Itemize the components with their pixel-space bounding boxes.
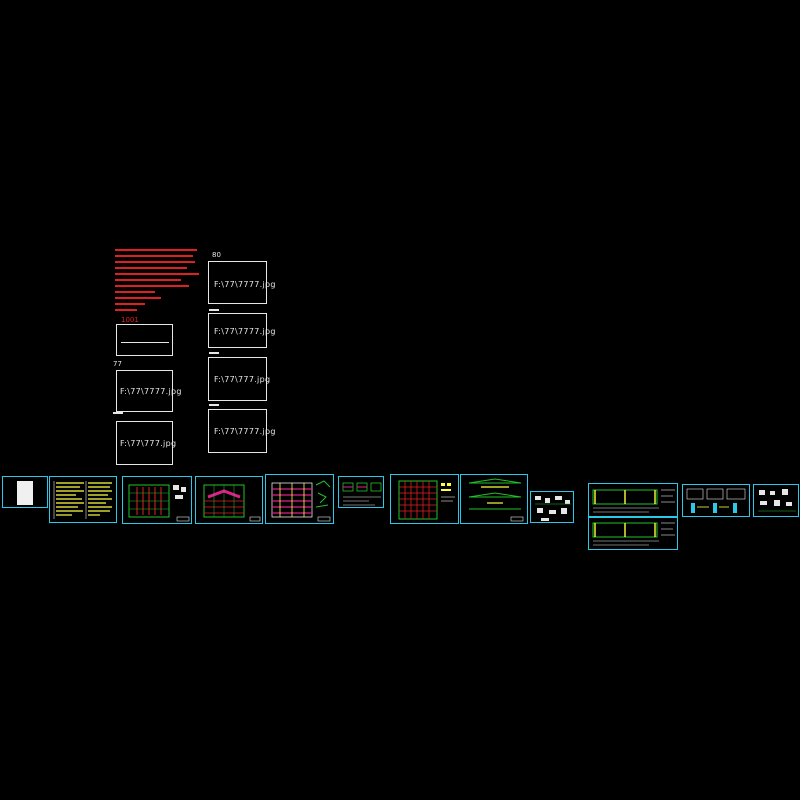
preview-frame-3[interactable]: F:\77\777.jpg — [116, 421, 177, 465]
sheet-elevation-b[interactable] — [588, 517, 678, 550]
sheet-misc-details[interactable] — [753, 484, 799, 517]
preview-frame-2[interactable]: F:\77\7777.jpg — [116, 370, 181, 412]
sheet-node-details[interactable] — [530, 491, 574, 523]
image-placeholder-label: F:\77\7777.jpg — [214, 327, 276, 336]
preview-frame-7[interactable]: F:\77\7777.jpg — [208, 409, 275, 453]
sheet-elevation-a[interactable] — [588, 483, 678, 517]
foundation-grid-drawing — [128, 484, 190, 522]
image-placeholder-label: F:\77\7777.jpg — [214, 427, 276, 436]
caption-dash — [209, 309, 219, 311]
caption-dash — [113, 412, 123, 414]
sheet-details-small[interactable] — [338, 476, 384, 508]
misc-details-drawing — [758, 489, 796, 512]
cover-white-block — [17, 481, 33, 505]
column-grid-drawing — [398, 480, 455, 520]
sheet-framing-plan[interactable] — [195, 476, 263, 524]
sheet-beam-sections[interactable] — [460, 474, 528, 524]
image-placeholder-label: F:\77\777.jpg — [120, 439, 177, 448]
image-placeholder-label: F:\77\7777.jpg — [214, 280, 276, 289]
note-label-77: 77 — [113, 360, 122, 368]
caption-dash — [209, 404, 219, 406]
preview-frame-4[interactable]: F:\77\7777.jpg — [208, 261, 275, 304]
sheet-foundation-plan[interactable] — [122, 476, 192, 524]
preview-frame-1[interactable] — [116, 324, 173, 356]
elevation-a-drawing — [592, 489, 675, 513]
caption-dash — [209, 352, 219, 354]
image-placeholder-label: F:\77\7777.jpg — [120, 387, 182, 396]
elevation-b-drawing — [592, 522, 675, 546]
sheet-general-notes[interactable] — [49, 476, 117, 523]
connection-details-drawing — [686, 488, 746, 513]
note-label-1001: 1001 — [121, 316, 139, 324]
framing-plan-drawing — [203, 484, 261, 522]
node-details-drawing — [535, 496, 571, 521]
sheet-column-grid[interactable] — [390, 474, 459, 524]
notes-text-lines — [53, 481, 112, 519]
preview-frame-5[interactable]: F:\77\7777.jpg — [208, 313, 275, 348]
sheet-connection-details[interactable] — [682, 484, 750, 517]
details-drawing — [342, 482, 382, 506]
beam-sections-drawing — [468, 478, 524, 522]
preview-frame-6[interactable]: F:\77\777.jpg — [208, 357, 271, 401]
sheet-cover[interactable] — [2, 476, 48, 508]
red-notes-block — [112, 246, 202, 316]
note-label-80: 80 — [212, 251, 221, 259]
roof-plan-drawing — [271, 480, 331, 522]
sheet-roof-plan[interactable] — [265, 474, 334, 524]
image-placeholder-label: F:\77\777.jpg — [214, 375, 271, 384]
